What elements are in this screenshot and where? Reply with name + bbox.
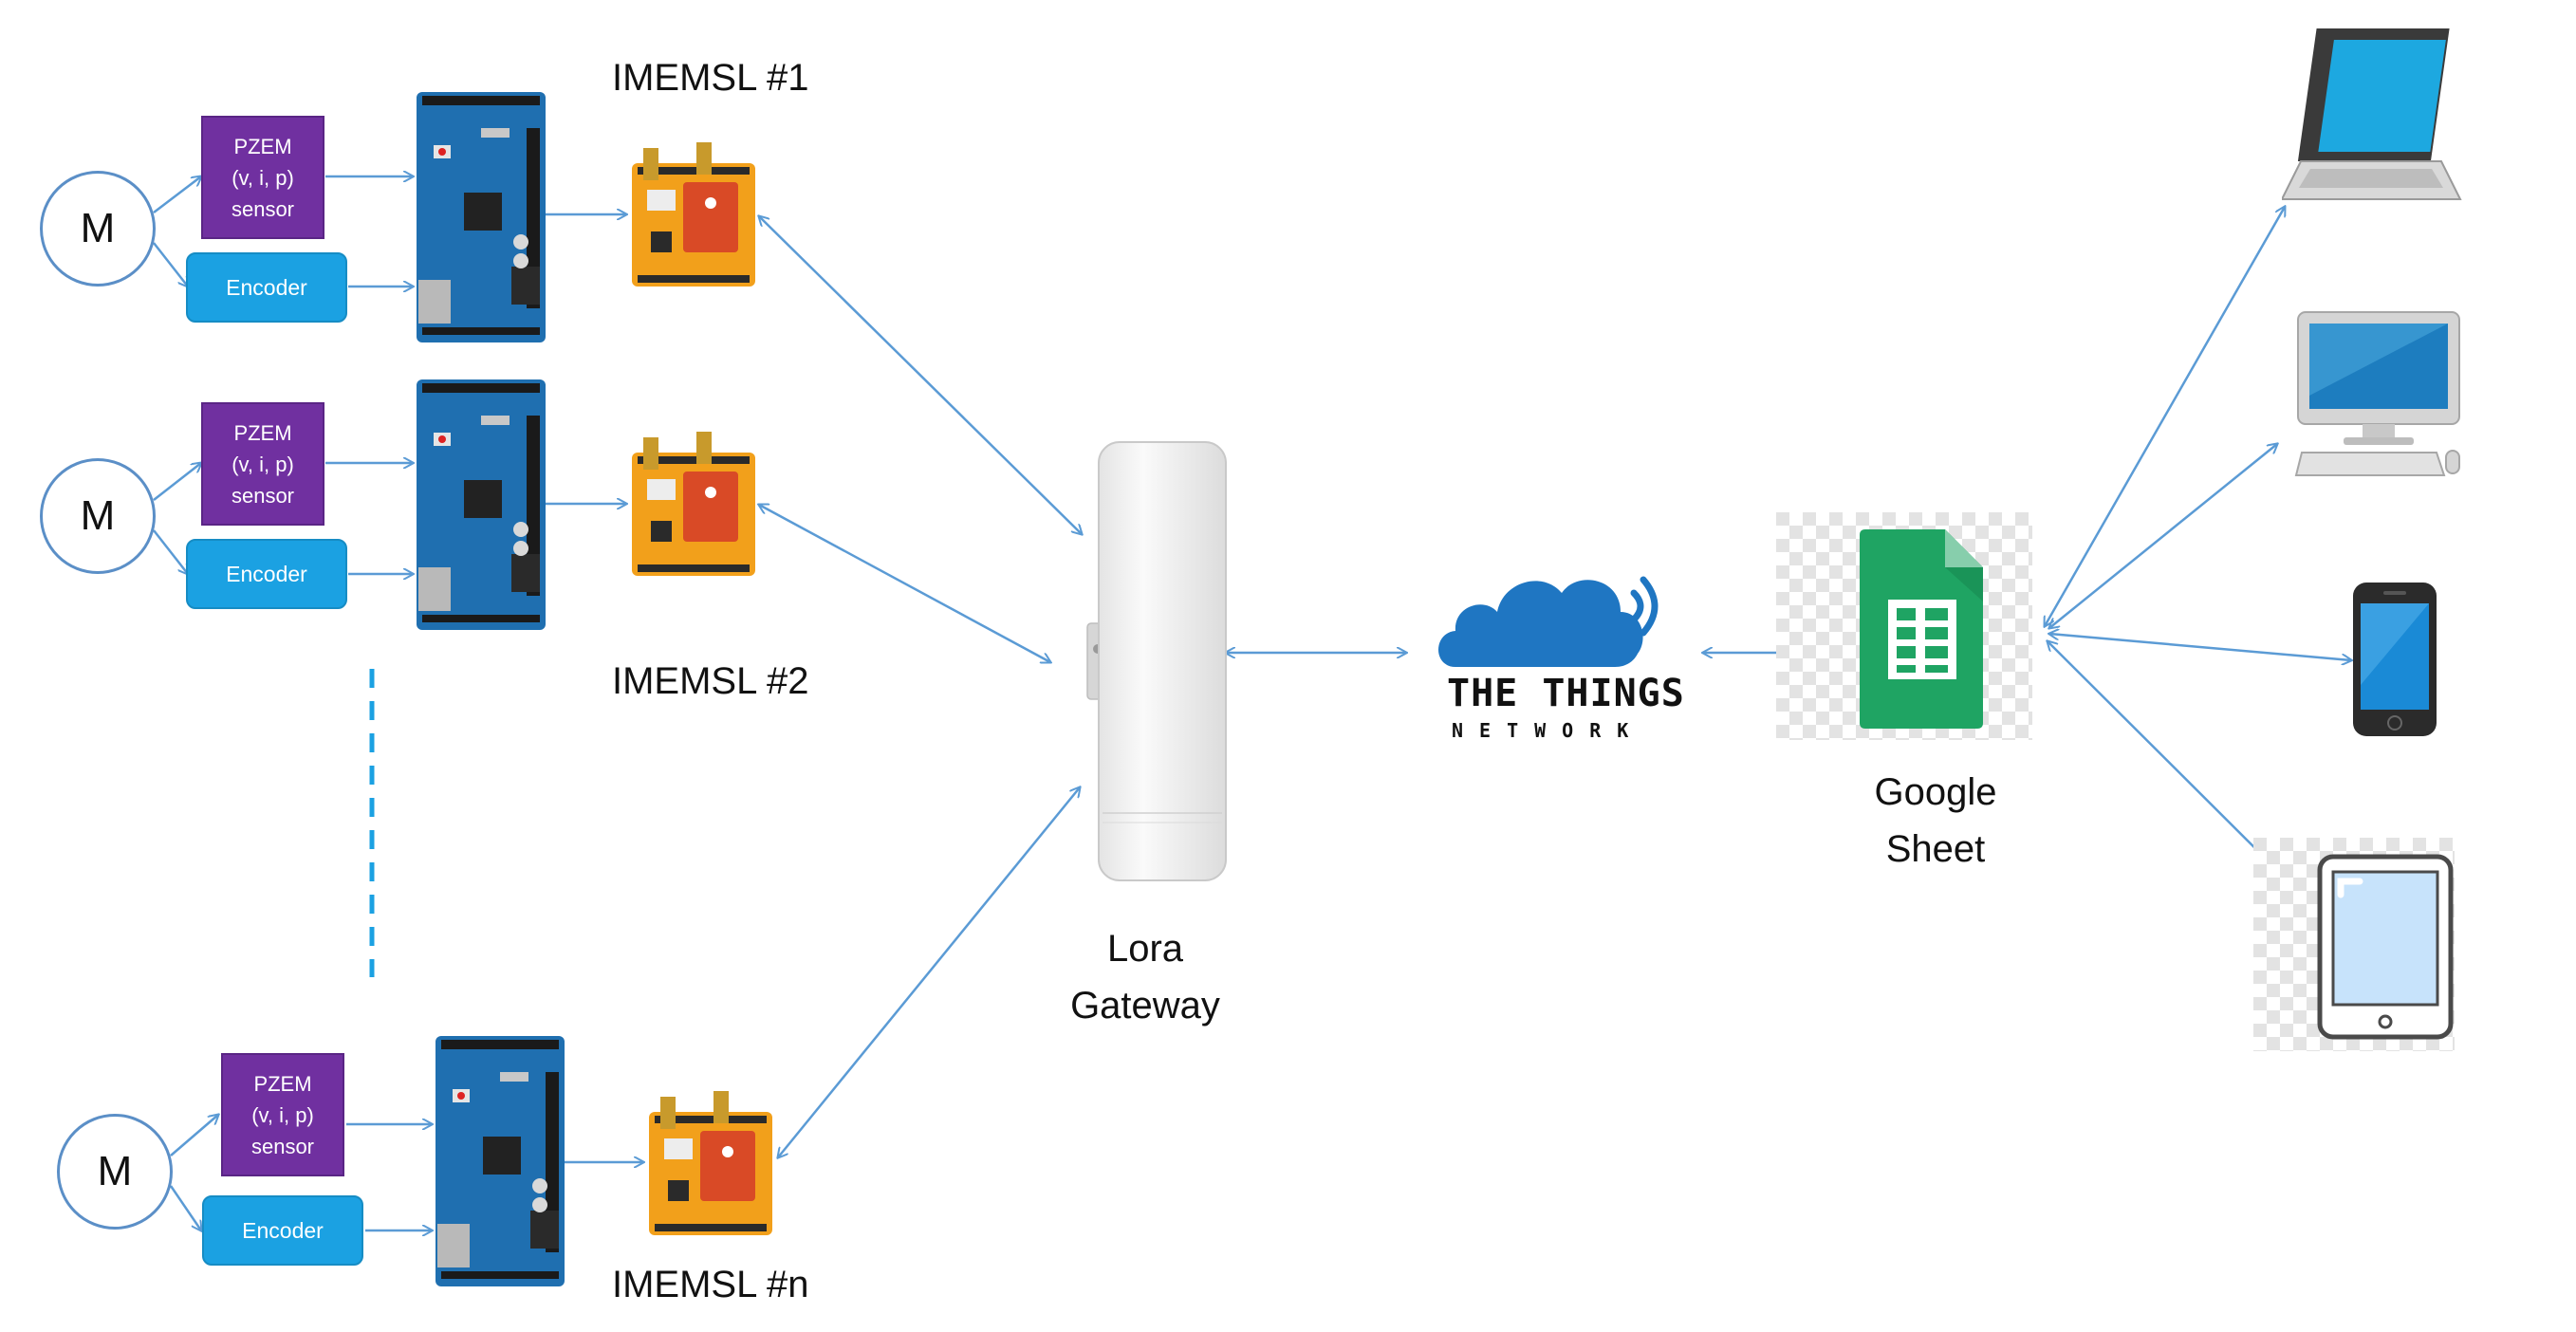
- ttn-subtitle: NETWORK: [1452, 719, 1645, 742]
- sheet-label: Google Sheet: [1841, 764, 2030, 878]
- node-label-1: IMEMSL #1: [612, 57, 809, 99]
- motor-to-encoder-arrow-n: [169, 1185, 201, 1230]
- desktop-icon: [2294, 311, 2460, 476]
- radio-gateway-link-n: [778, 787, 1080, 1157]
- pzem-sensor-2: PZEM (v, i, p) sensor: [201, 402, 324, 526]
- sensor-name: PZEM: [233, 134, 292, 158]
- arduino-board-icon: [417, 92, 546, 342]
- encoder-label: Encoder: [242, 1217, 324, 1243]
- node-label-2: IMEMSL #2: [612, 660, 809, 702]
- sensor-quantities: (v, i, p): [232, 165, 294, 190]
- ttn-cloud-icon: [1438, 576, 1659, 667]
- motor-to-sensor-arrow-n: [170, 1115, 218, 1156]
- lora-shield-icon: [632, 432, 755, 576]
- encoder-2: Encoder: [186, 539, 347, 609]
- arduino-board-icon: [417, 379, 546, 630]
- sheet-desktop-link: [2049, 444, 2277, 628]
- sheet-label-line1: Google: [1874, 771, 1997, 813]
- arduino-board-icon: [436, 1036, 565, 1286]
- sheet-phone-link: [2049, 634, 2351, 660]
- encoder-label: Encoder: [226, 561, 307, 586]
- sensor-name: PZEM: [253, 1071, 312, 1096]
- sheet-laptop-link: [2045, 207, 2285, 626]
- encoder-label: Encoder: [226, 274, 307, 300]
- lora-shield-icon: [632, 142, 755, 287]
- encoder-n: Encoder: [202, 1195, 363, 1266]
- gateway-label-line2: Gateway: [1070, 985, 1220, 1027]
- laptop-icon: [2282, 28, 2462, 200]
- motor-to-encoder-arrow-1: [153, 242, 188, 287]
- motor-label: M: [80, 205, 116, 251]
- motor-to-encoder-arrow-2: [153, 529, 188, 574]
- smartphone-icon: [2353, 583, 2437, 736]
- pzem-sensor-n: PZEM (v, i, p) sensor: [221, 1053, 344, 1176]
- motor-1: M: [40, 171, 156, 287]
- sensor-type: sensor: [231, 483, 295, 508]
- gateway-label: Lora Gateway: [1058, 920, 1232, 1034]
- sensor-quantities: (v, i, p): [232, 452, 294, 476]
- sheet-label-line2: Sheet: [1885, 828, 1986, 870]
- sensor-name: PZEM: [233, 420, 292, 445]
- radio-gateway-link-2: [759, 505, 1050, 662]
- motor-2: M: [40, 458, 156, 574]
- motor-to-sensor-arrow-1: [153, 176, 201, 213]
- motor-label: M: [97, 1148, 133, 1194]
- encoder-1: Encoder: [186, 252, 347, 323]
- node-label-n: IMEMSL #n: [612, 1264, 809, 1305]
- ttn-title: THE THINGS: [1447, 672, 1685, 715]
- gateway-label-line1: Lora: [1106, 928, 1184, 970]
- motor-n: M: [57, 1114, 173, 1230]
- motor-to-sensor-arrow-2: [153, 463, 201, 501]
- tablet-icon: [2253, 838, 2455, 1051]
- sensor-quantities: (v, i, p): [251, 1102, 314, 1127]
- lora-shield-icon: [649, 1091, 772, 1235]
- sensor-type: sensor: [231, 196, 295, 221]
- lora-gateway-icon: [1086, 441, 1227, 881]
- sensor-type: sensor: [250, 1134, 315, 1158]
- google-sheets-icon: [1776, 512, 2032, 740]
- pzem-sensor-1: PZEM (v, i, p) sensor: [201, 116, 324, 239]
- radio-gateway-link-1: [759, 216, 1082, 534]
- motor-label: M: [80, 492, 116, 539]
